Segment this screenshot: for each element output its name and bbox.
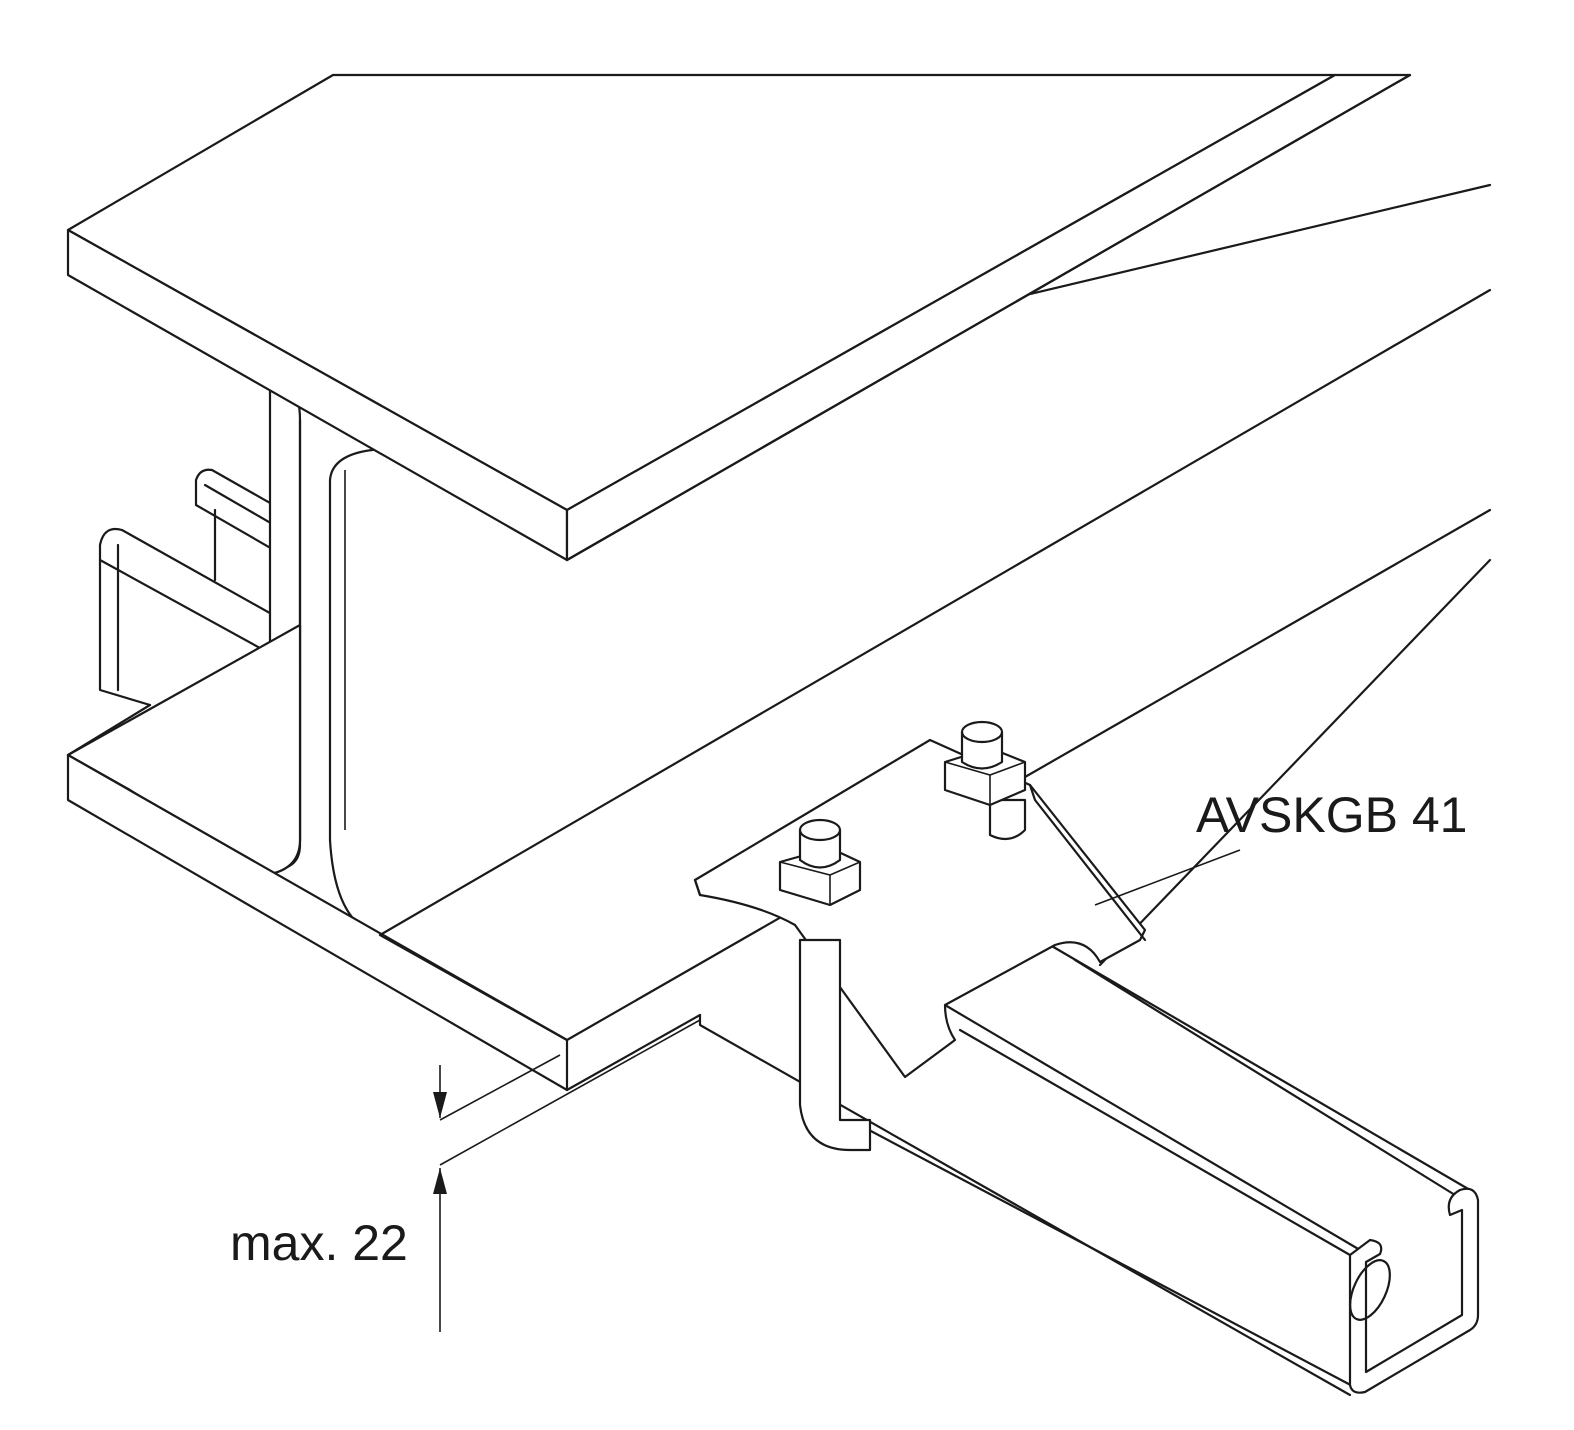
background-channel-upper <box>194 468 302 582</box>
dimension-max-thickness <box>433 1019 701 1332</box>
strut-channel <box>698 558 1492 1397</box>
i-beam-bottom-flange <box>66 508 1492 1092</box>
part-label: AVSKGB 41 <box>1196 787 1468 843</box>
beam-clamp-plate <box>693 738 1147 1079</box>
i-beam-top-flange <box>66 73 1412 562</box>
dimension-label: max. 22 <box>230 1215 408 1271</box>
hook-bolt-rear <box>943 720 1027 841</box>
hook-bolt-front <box>778 818 872 1152</box>
part-leader-line <box>1094 849 1241 906</box>
background-channel-lower <box>98 527 302 707</box>
